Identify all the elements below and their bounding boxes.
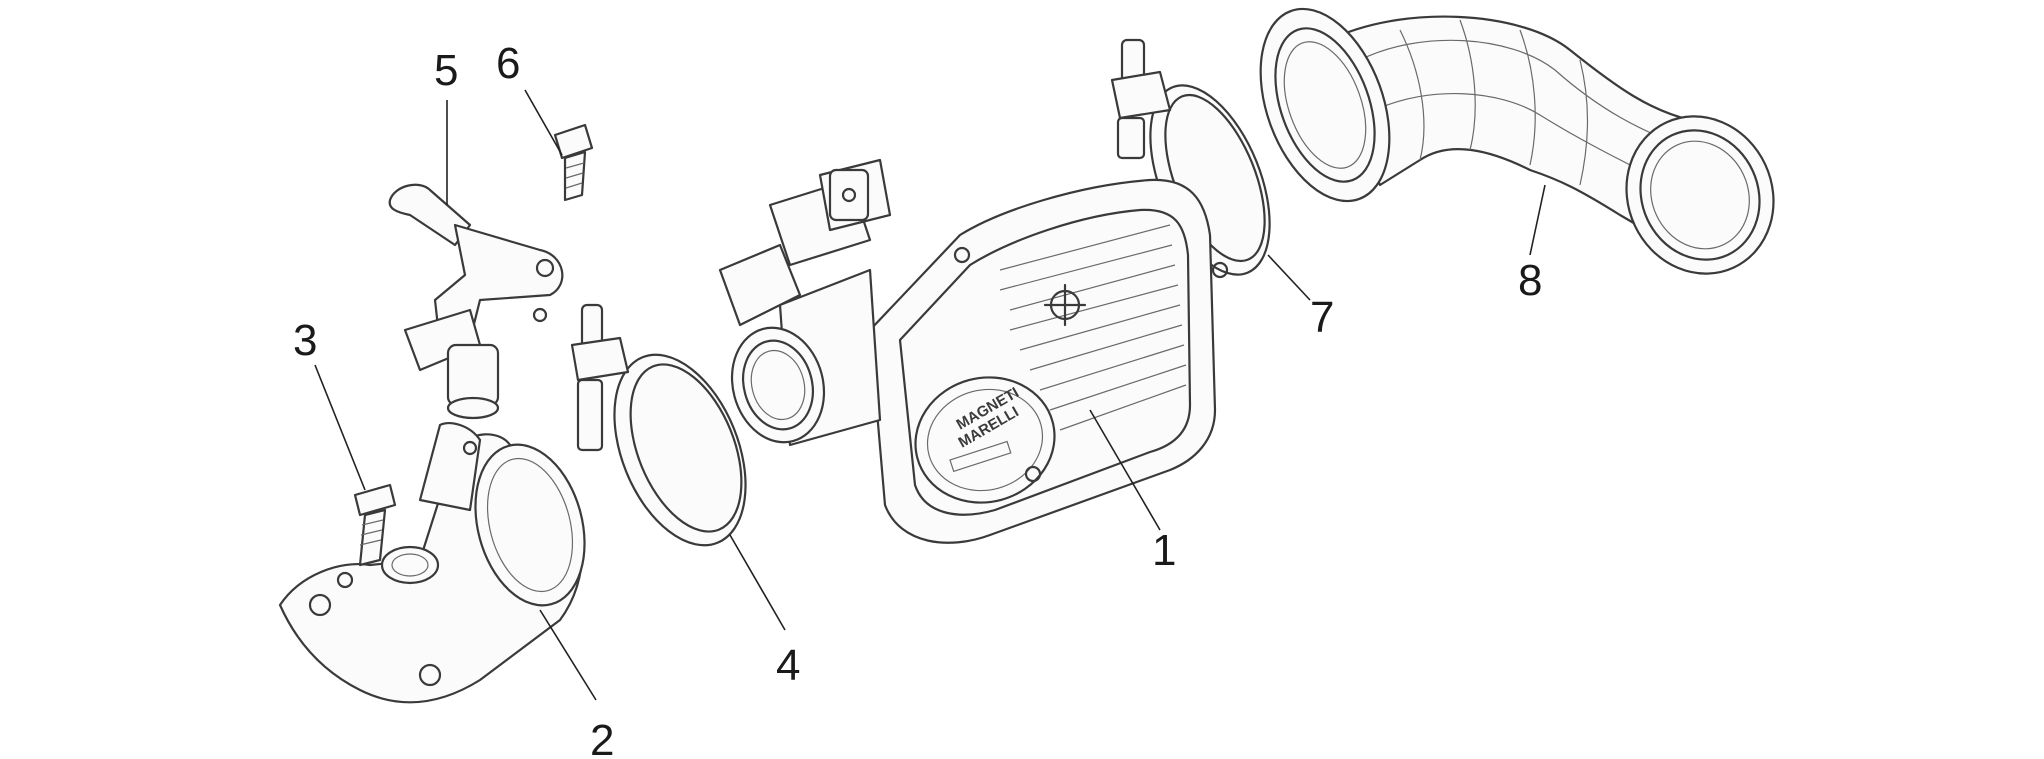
leader-4	[729, 534, 786, 631]
callout-1: 1	[1152, 526, 1176, 575]
leader-6	[524, 89, 563, 156]
callout-2: 2	[590, 716, 614, 759]
callout-6: 6	[496, 39, 520, 88]
leader-8	[1529, 184, 1546, 256]
part-5-fuel-injector	[388, 183, 564, 420]
part-2-intake-manifold	[278, 422, 586, 704]
part-3-bolt	[353, 483, 397, 567]
callout-3: 3	[293, 316, 317, 365]
part-4-hose-clamp	[570, 303, 747, 547]
leader-7	[1267, 254, 1311, 301]
leader-lines	[314, 89, 1546, 701]
callout-4: 4	[776, 641, 800, 690]
leader-2	[539, 609, 597, 701]
callout-5: 5	[434, 46, 458, 95]
callout-8: 8	[1518, 256, 1542, 305]
callout-labels: 1 2 3 4 5 6 7 8	[293, 39, 1542, 759]
part-1-throttle-body: MAGNETI MARELLI	[718, 158, 1229, 544]
callout-7: 7	[1310, 293, 1334, 342]
part-6-bolt	[553, 123, 594, 202]
part-8-intake-hose	[1259, 7, 1775, 275]
leader-3	[314, 364, 366, 491]
leader-1	[1089, 409, 1161, 531]
